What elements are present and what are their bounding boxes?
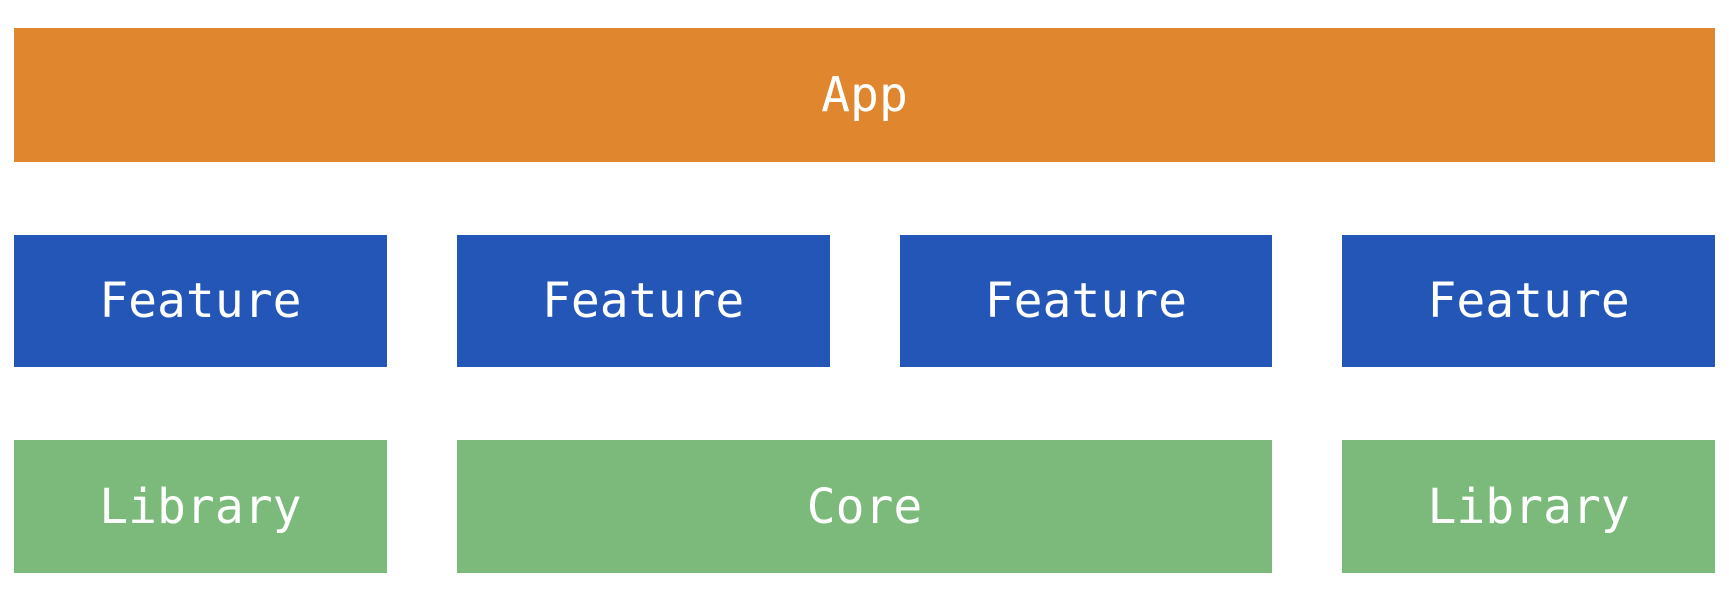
library-module-label-left: Library xyxy=(99,478,302,535)
feature-module-label-1: Feature xyxy=(99,273,302,329)
feature-module-box-3: Feature xyxy=(899,235,1273,367)
feature-module-label-3: Feature xyxy=(984,273,1188,329)
feature-module-label-4: Feature xyxy=(1427,273,1630,329)
diagram-grid: App Feature Feature Feature Feature Libr… xyxy=(14,28,1715,575)
feature-module-box-4: Feature xyxy=(1342,235,1715,367)
feature-module-box-2: Feature xyxy=(456,235,830,367)
core-module-box: Core xyxy=(456,440,1273,573)
app-module-box: App xyxy=(14,28,1715,162)
feature-module-label-2: Feature xyxy=(541,273,745,329)
library-module-label-right: Library xyxy=(1427,478,1630,535)
library-module-box-left: Library xyxy=(14,440,387,573)
library-module-box-right: Library xyxy=(1342,440,1715,573)
app-module-label: App xyxy=(821,67,908,123)
feature-module-box-1: Feature xyxy=(14,235,387,367)
core-module-label: Core xyxy=(806,478,923,535)
